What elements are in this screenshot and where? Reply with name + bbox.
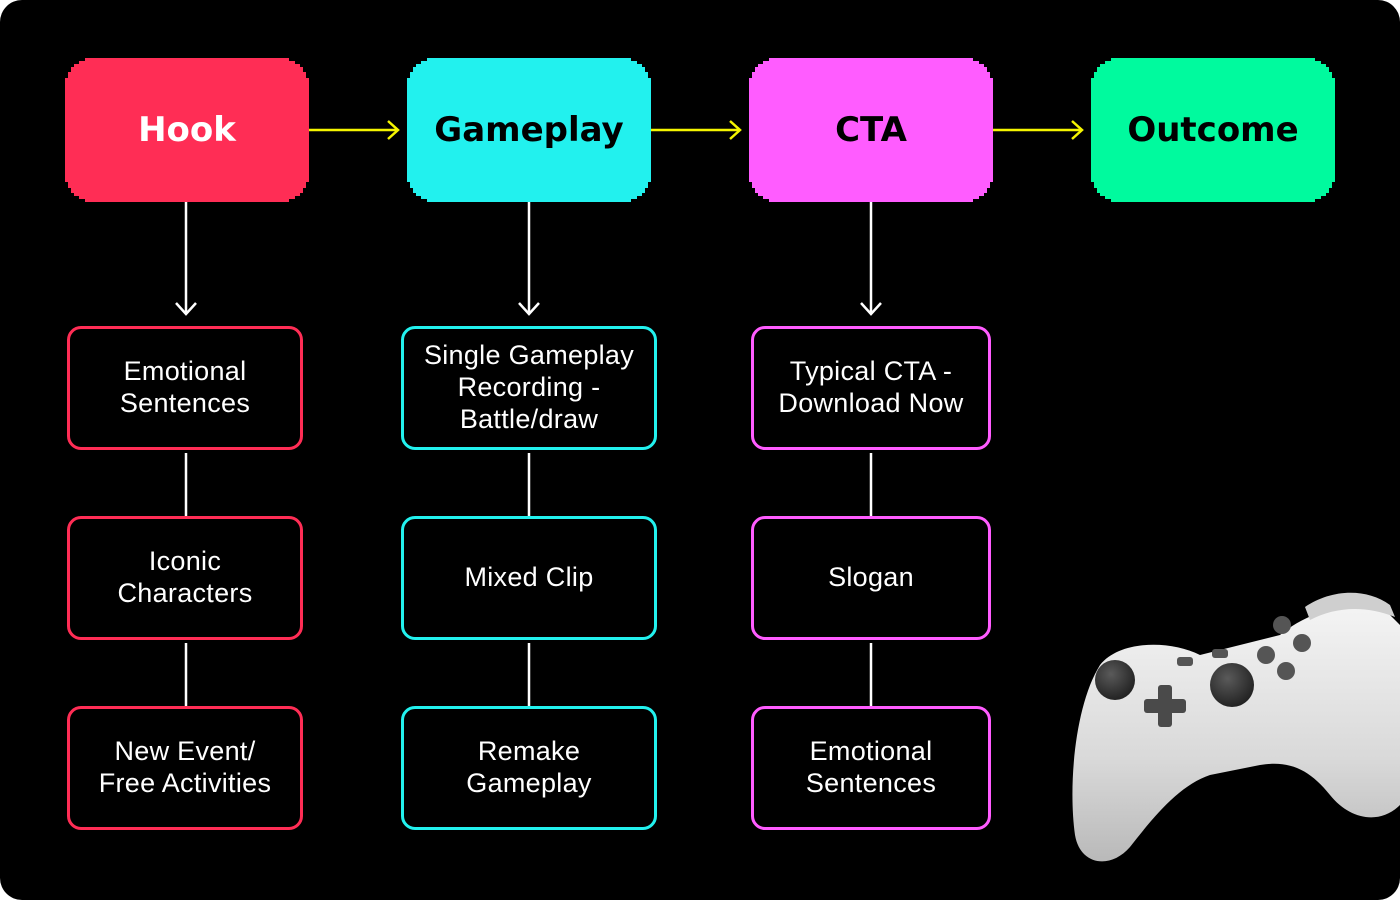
column-connectors — [175, 202, 882, 706]
stage-label: CTA — [835, 110, 907, 150]
stage-cta: CTA — [749, 58, 993, 202]
gameplay-item-mixed-clip: Mixed Clip — [401, 516, 657, 640]
stage-label: Hook — [138, 110, 236, 150]
stage-gameplay: Gameplay — [407, 58, 651, 202]
hook-item-iconic-characters: Iconic Characters — [67, 516, 303, 640]
cta-item-emotional-sentences: Emotional Sentences — [751, 706, 991, 830]
stage-outcome: Outcome — [1091, 58, 1335, 202]
game-controller-icon — [1072, 592, 1400, 862]
cta-item-slogan: Slogan — [751, 516, 991, 640]
flow-arrows — [309, 120, 1084, 140]
flow-arrow-head — [1071, 120, 1084, 140]
gameplay-item-remake: Remake Gameplay — [401, 706, 657, 830]
stage-hook: Hook — [65, 58, 309, 202]
hook-item-emotional-sentences: Emotional Sentences — [67, 326, 303, 450]
flow-arrow-head — [729, 120, 742, 140]
stage-label: Gameplay — [434, 110, 624, 150]
hook-item-new-event: New Event/ Free Activities — [67, 706, 303, 830]
stage-label: Outcome — [1127, 110, 1299, 150]
flow-arrow-head — [387, 120, 400, 140]
gameplay-item-single-recording: Single Gameplay Recording - Battle/draw — [401, 326, 657, 450]
cta-item-typical-cta: Typical CTA - Download Now — [751, 326, 991, 450]
